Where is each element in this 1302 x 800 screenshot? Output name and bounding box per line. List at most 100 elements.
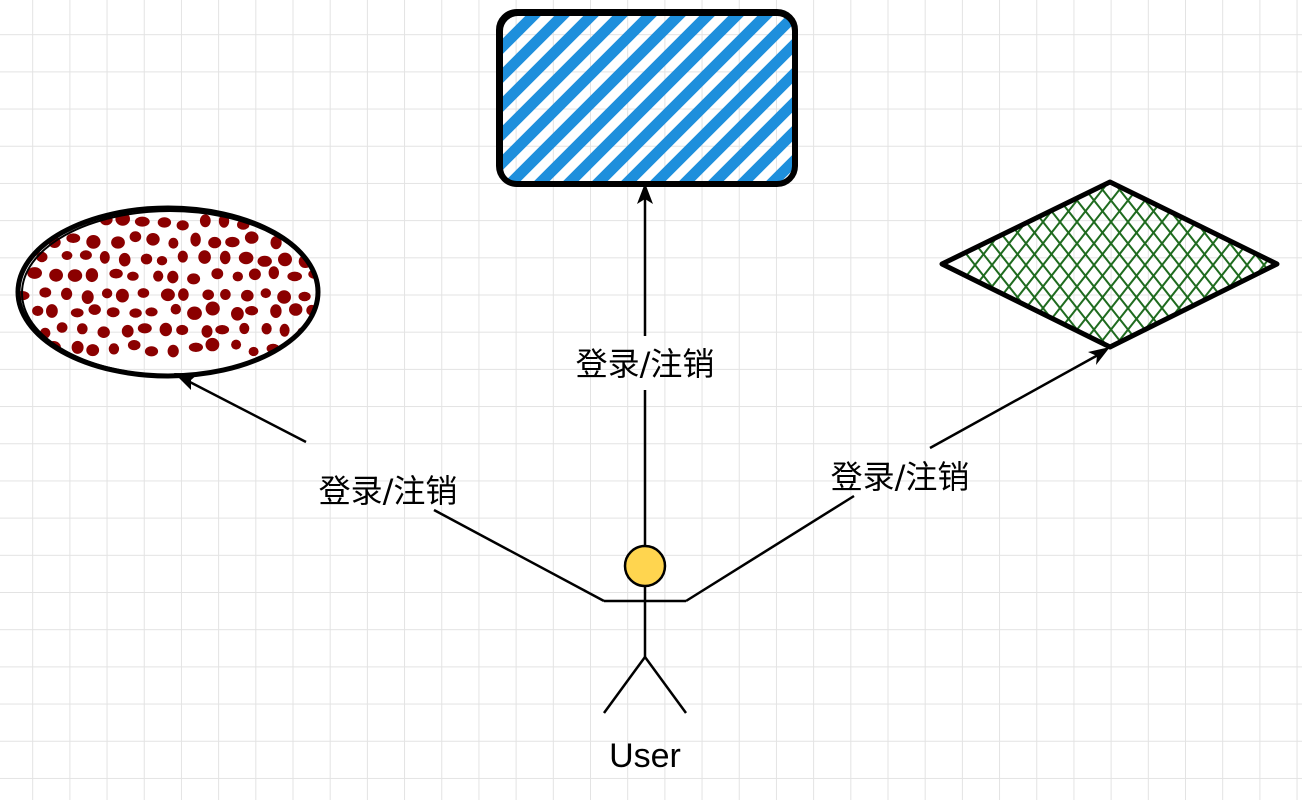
edge-label-left[interactable]: 登录/注销: [319, 472, 458, 510]
ellipse-dot: [238, 251, 254, 265]
ellipse-dot: [176, 324, 189, 336]
diamond-crosshatch-fill: [942, 170, 1302, 360]
ellipse-dot: [19, 322, 29, 335]
ellipse-dot: [66, 233, 81, 243]
ellipse-dot: [202, 289, 214, 301]
ellipse-dot: [77, 323, 88, 335]
crosshatch-line: [942, 182, 1051, 347]
ellipse-dot: [129, 231, 142, 243]
ellipse-dot: [81, 290, 94, 304]
edge-label-center[interactable]: 登录/注销: [576, 345, 715, 383]
ellipse-dot: [277, 290, 291, 304]
diamond-node[interactable]: [900, 170, 1302, 360]
crosshatch-line: [1222, 182, 1277, 347]
hatch-line: [968, 10, 1148, 190]
edge-user-to-ellipse[interactable]: [174, 373, 605, 603]
ellipse-dot: [205, 301, 220, 316]
ellipse-dot: [225, 236, 240, 248]
hatch-line: [1142, 10, 1302, 190]
hatch-line: [881, 10, 1061, 190]
ellipse-dot: [245, 306, 259, 316]
actor-head: [623, 544, 667, 588]
ellipse-dot: [32, 305, 44, 316]
ellipse-dot: [160, 288, 175, 302]
hatch-line: [701, 13, 794, 183]
ellipse-dot: [298, 291, 311, 302]
crosshatch-line: [1291, 170, 1302, 360]
ellipse-dot: [199, 214, 211, 228]
edge-label-right[interactable]: 登录/注销: [831, 458, 970, 496]
ellipse-dot: [208, 236, 222, 249]
ellipse-dot: [188, 342, 203, 352]
ellipse-dot: [108, 343, 120, 355]
edge-user-to-rectangle[interactable]: [637, 183, 653, 546]
ellipse-dot: [170, 303, 181, 315]
crosshatch-line: [1035, 182, 1187, 347]
arrowhead-icon: [1088, 347, 1110, 365]
ellipse-dot: [177, 250, 188, 263]
ellipse-dot: [71, 340, 84, 354]
hatch-line: [1084, 10, 1264, 190]
crosshatch-line: [942, 182, 1085, 347]
ellipse-dot: [168, 237, 179, 249]
ellipse-dot: [231, 339, 242, 350]
hatch-line: [1171, 10, 1302, 190]
hatch-line: [730, 13, 794, 183]
ellipse-dot: [144, 346, 159, 357]
ellipse-dot: [134, 216, 150, 227]
crosshatch-line: [1291, 170, 1302, 360]
hatch-line: [852, 10, 1032, 190]
rectangle-node[interactable]: [330, 9, 1302, 190]
hatch-line: [585, 13, 777, 183]
ellipse-dot: [67, 269, 83, 282]
crosshatch-line: [1171, 182, 1277, 347]
ellipse-dot: [79, 250, 92, 260]
hatch-line: [500, 13, 632, 183]
ellipse-dot: [27, 267, 42, 279]
ellipse-dot: [268, 266, 279, 280]
ellipse-dot: [99, 251, 110, 264]
hatch-line: [614, 13, 794, 183]
ellipse-dot: [304, 342, 317, 355]
ellipse-dot: [121, 324, 134, 338]
ellipse-dot: [211, 268, 224, 280]
crosshatch-line: [1154, 182, 1277, 347]
ellipse-dot: [111, 236, 125, 249]
ellipse-node[interactable]: [15, 205, 322, 379]
hatch-line: [939, 10, 1119, 190]
ellipse-dot: [157, 217, 172, 228]
ellipse-dot: [86, 235, 101, 249]
crosshatch-line: [1188, 182, 1277, 347]
ellipse-dot: [118, 252, 131, 267]
ellipse-dot: [219, 250, 231, 265]
ellipse-dot: [137, 323, 152, 334]
arrowhead-icon: [174, 373, 198, 390]
actor-label[interactable]: User: [609, 737, 681, 775]
ellipse-dot: [129, 308, 142, 318]
ellipse-dot: [106, 307, 120, 318]
edge-user-to-diamond[interactable]: [685, 347, 1110, 603]
ellipse-dot: [279, 323, 290, 337]
ellipse-dot: [61, 251, 73, 260]
ellipse-dot: [127, 340, 141, 351]
ellipse-dot: [61, 287, 73, 300]
hatch-line: [643, 13, 794, 183]
hatch-line: [500, 13, 690, 183]
ellipse-dot: [276, 215, 289, 225]
ellipse-dot: [140, 253, 153, 265]
ellipse-dot: [220, 289, 231, 300]
ellipse-dot: [270, 304, 282, 318]
ellipse-dot: [190, 232, 201, 247]
ellipse-dot: [201, 325, 213, 338]
ellipse-dot: [239, 322, 250, 335]
ellipse-dot: [248, 346, 259, 357]
ellipse-dot: [127, 271, 139, 281]
ellipse-dot: [19, 217, 31, 228]
crosshatch-line: [1154, 182, 1277, 347]
stick-figure-icon[interactable]: [602, 544, 688, 714]
ellipse-dot: [146, 233, 160, 246]
hatch-line: [788, 13, 794, 183]
crosshatch-line: [1137, 182, 1277, 347]
ellipse-dot: [270, 236, 282, 250]
